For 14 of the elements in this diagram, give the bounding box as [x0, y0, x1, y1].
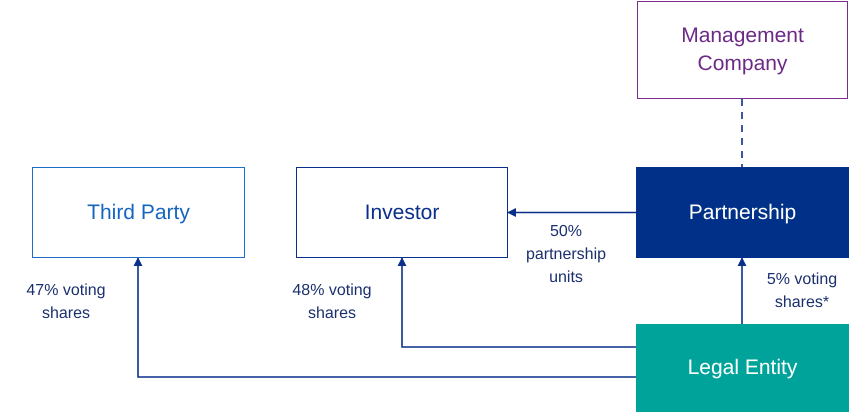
arrow: [738, 257, 746, 324]
edge-label: 47% voting shares: [25, 281, 107, 324]
entity-filled-box: Legal Entity: [636, 324, 849, 412]
entity-box: Investor: [296, 167, 508, 258]
edge-label: 48% voting shares: [291, 281, 373, 324]
edge-label: 50% partnership units: [524, 222, 608, 288]
arrow: [134, 257, 636, 378]
edge-label: 5% voting shares*: [766, 270, 838, 313]
entity-box: Third Party: [32, 167, 245, 258]
dashed-connector: [741, 99, 743, 167]
arrow: [398, 257, 636, 348]
entity-filled-box: Partnership: [636, 167, 849, 258]
entity-box: Management Company: [637, 1, 848, 99]
arrow: [507, 208, 636, 217]
